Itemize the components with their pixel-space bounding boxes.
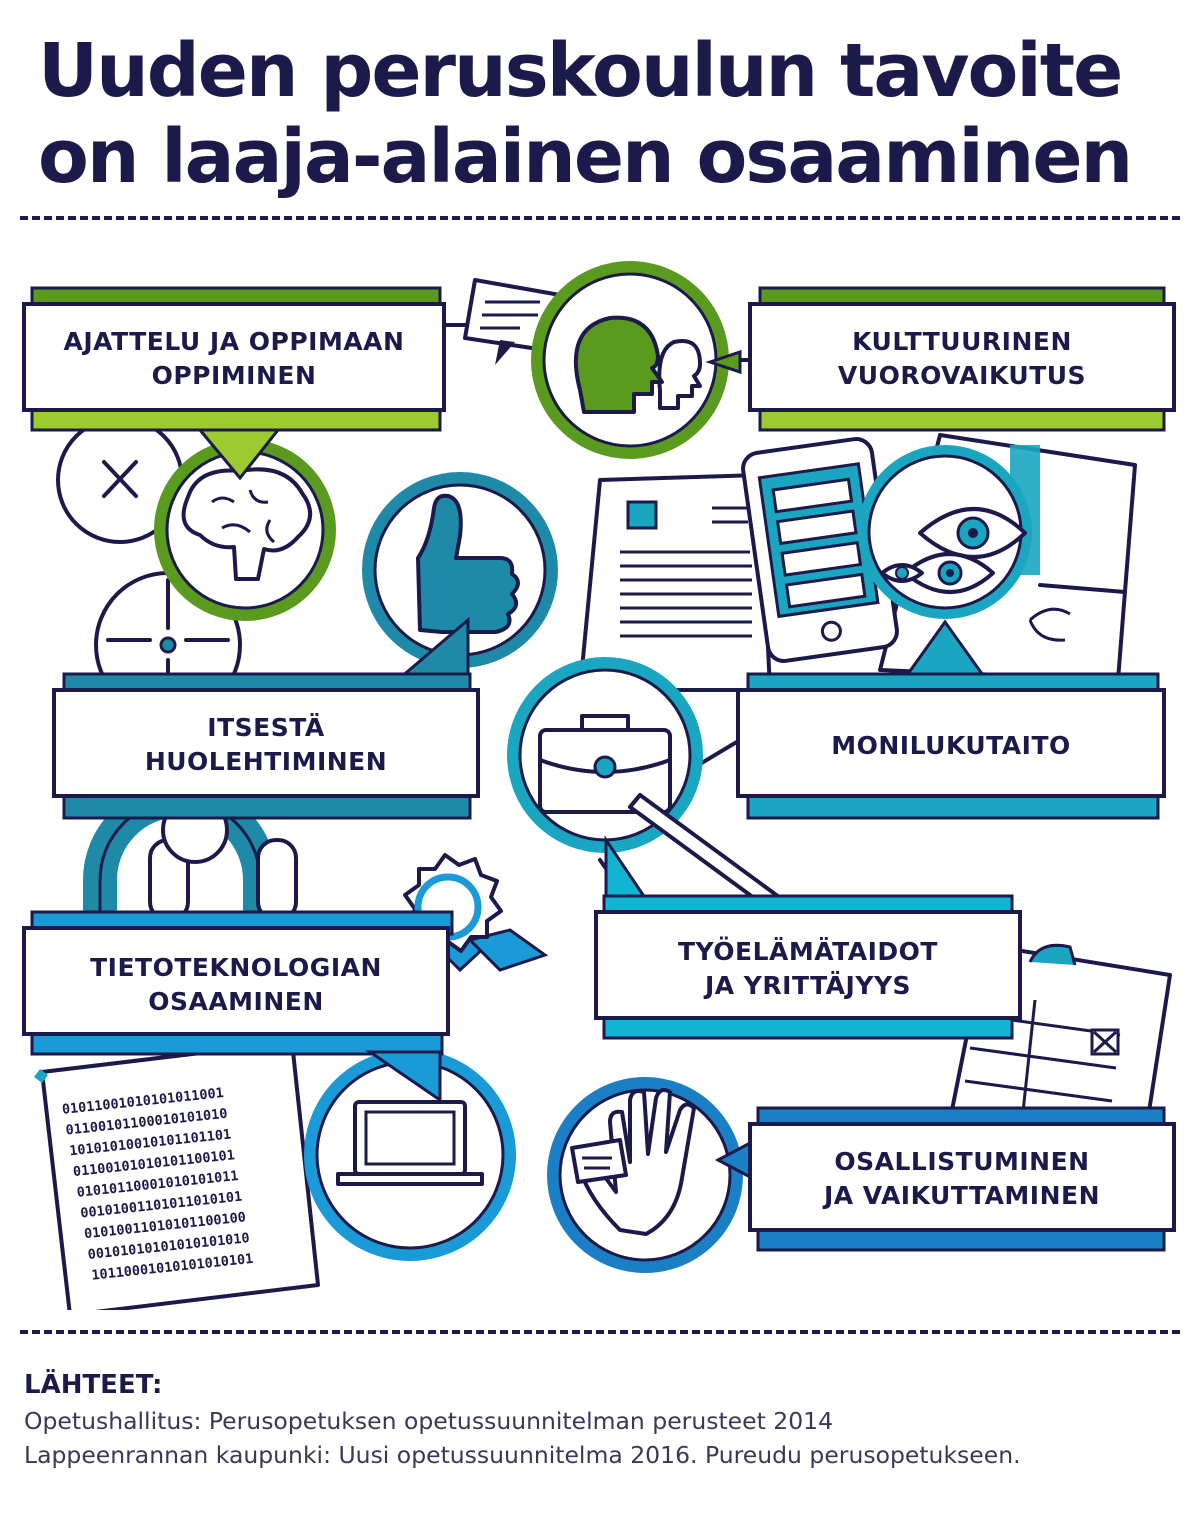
label-tietotekniikka-line2: OSAAMINEN (148, 987, 324, 1016)
label-osallistuminen-line1: OSALLISTUMINEN (834, 1147, 1089, 1176)
label-tyoelama: TYÖELÄMÄTAIDOT JA YRITTÄJYYS (594, 835, 1022, 1040)
eyes-icon (858, 445, 1032, 619)
binary-card: 0101100101010101100101100101100010101010… (34, 1040, 320, 1310)
laptop-icon (304, 1049, 516, 1261)
label-tyoelama-line2: JA YRITTÄJYYS (703, 970, 911, 1000)
heads-icon (463, 261, 742, 459)
label-kulttuurinen-line1: KULTTUURINEN (852, 327, 1072, 356)
label-ajattelu: AJATTELU JA OPPIMAAN OPPIMINEN (22, 286, 446, 481)
label-monilukutaito-line1: MONILUKUTAITO (831, 731, 1071, 760)
label-kulttuurinen: KULTTUURINEN VUOROVAIKUTUS (748, 286, 1176, 432)
label-ajattelu-line2: OPPIMINEN (152, 361, 317, 390)
title-line-2: on laaja-alainen osaaminen (38, 114, 1133, 200)
label-ajattelu-line1: AJATTELU JA OPPIMAAN (64, 327, 405, 356)
label-itsesta: ITSESTÄ HUOLEHTIMINEN (52, 616, 480, 820)
label-monilukutaito: MONILUKUTAITO (736, 619, 1166, 820)
competence-diagram: .nv { stroke:#1c1a4a; stroke-width:4; st… (22, 261, 1176, 1310)
sources-section: LÄHTEET: Opetushallitus: Perusopetuksen … (24, 1370, 1184, 1472)
label-tyoelama-line1: TYÖELÄMÄTAIDOT (678, 936, 938, 966)
bottom-divider (20, 1330, 1180, 1334)
label-kulttuurinen-line2: VUOROVAIKUTUS (838, 361, 1086, 390)
source-line-1: Opetushallitus: Perusopetuksen opetussuu… (24, 1407, 834, 1435)
label-osallistuminen: OSALLISTUMINEN JA VAIKUTTAMINEN (714, 1106, 1176, 1252)
label-itsesta-line2: HUOLEHTIMINEN (145, 747, 387, 776)
label-osallistuminen-line2: JA VAIKUTTAMINEN (822, 1181, 1100, 1210)
title-line-1: Uuden peruskoulun tavoite (38, 28, 1123, 114)
source-line-2: Lappeenrannan kaupunki: Uusi opetussuunn… (24, 1441, 1021, 1469)
label-itsesta-line1: ITSESTÄ (207, 712, 325, 742)
phone-icon (741, 437, 899, 663)
hand-icon (547, 1077, 743, 1273)
sources-heading: LÄHTEET: (24, 1370, 163, 1400)
label-tietotekniikka: TIETOTEKNOLOGIAN OSAAMINEN (22, 910, 454, 1103)
page-title: Uuden peruskoulun tavoite on laaja-alain… (38, 28, 1178, 200)
top-divider (20, 216, 1180, 220)
label-tietotekniikka-line1: TIETOTEKNOLOGIAN (90, 953, 382, 982)
